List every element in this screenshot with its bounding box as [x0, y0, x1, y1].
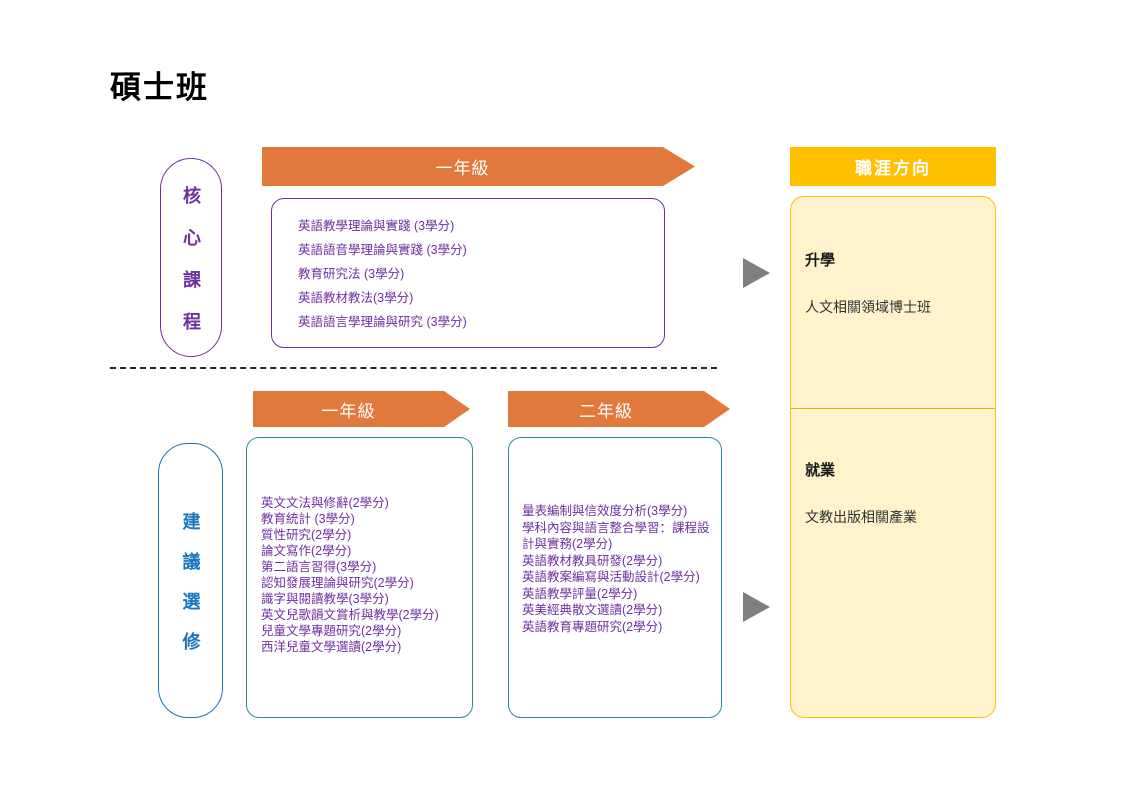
course-item: 西洋兒童文學選讀(2學分)	[261, 640, 402, 654]
career-employment-section: 就業 文教出版相關產業	[791, 409, 995, 715]
course-item: 英語教材教法(3學分)	[298, 291, 414, 305]
course-item: 英文兒歌韻文賞析與教學(2學分)	[261, 608, 439, 622]
course-item: 教育統計 (3學分)	[261, 512, 355, 526]
elective-year2-banner-label: 二年級	[579, 401, 633, 421]
page-title: 碩士班	[110, 70, 209, 105]
employment-desc: 文教出版相關產業	[805, 509, 917, 525]
course-item: 英文文法與修辭(2學分)	[261, 496, 389, 510]
elective-year2-banner: 二年級	[508, 391, 730, 427]
elective-year1-banner: 一年級	[253, 391, 470, 427]
course-item: 英語教案編寫與活動設計(2學分)	[522, 570, 700, 584]
elective-year2-box: 量表編制與信效度分析(3學分) 學科內容與語言整合學習：課程設計與實務(2學分)…	[508, 437, 722, 718]
course-item: 識字與閱讀教學(3學分)	[261, 592, 389, 606]
career-direction-header-label: 職涯方向	[855, 159, 931, 178]
core-courses-box: 英語教學理論與實踐 (3學分) 英語語音學理論與實踐 (3學分) 教育研究法 (…	[271, 198, 665, 348]
core-year1-banner-label: 一年級	[435, 159, 490, 178]
section-divider-dashed	[110, 367, 717, 369]
course-item: 英語教學評量(2學分)	[522, 586, 638, 601]
course-item: 論文寫作(2學分)	[261, 544, 352, 558]
course-item: 量表編制與信效度分析(3學分)	[522, 504, 688, 518]
course-item: 英語教材教具研發(2學分)	[522, 553, 663, 568]
course-item: 認知發展理論與研究(2學分)	[261, 576, 414, 590]
core-year1-banner: 一年級	[262, 147, 695, 186]
course-item: 英語語言學理論與研究 (3學分)	[298, 315, 467, 329]
course-item: 教育研究法 (3學分)	[298, 267, 405, 281]
course-item: 英美經典散文選讀(2學分)	[522, 603, 663, 617]
elective-year1-banner-label: 一年級	[321, 401, 376, 421]
suggested-electives-pill-label: 建議選修	[180, 511, 201, 672]
career-further-study-section: 升學 人文相關領域博士班	[791, 197, 995, 409]
core-courses-pill-label: 核心課程	[181, 185, 201, 354]
elective-year2-course-list: 量表編制與信效度分析(3學分) 學科內容與語言整合學習：課程設計與實務(2學分)…	[509, 438, 721, 635]
arrow-right-icon	[743, 592, 770, 622]
employment-title: 就業	[805, 462, 836, 479]
elective-year1-box: 英文文法與修辭(2學分) 教育統計 (3學分) 質性研究(2學分) 論文寫作(2…	[246, 437, 473, 718]
arrow-right-icon	[743, 258, 770, 288]
further-study-desc: 人文相關領域博士班	[805, 299, 931, 315]
career-direction-header: 職涯方向	[790, 147, 996, 186]
course-item: 第二語言習得(3學分)	[261, 560, 377, 574]
further-study-title: 升學	[805, 252, 836, 269]
course-item: 英語語音學理論與實踐 (3學分)	[298, 243, 467, 257]
course-item: 質性研究(2學分)	[261, 528, 352, 542]
elective-year1-course-list: 英文文法與修辭(2學分) 教育統計 (3學分) 質性研究(2學分) 論文寫作(2…	[247, 438, 472, 655]
course-item: 英語教學理論與實踐 (3學分)	[298, 219, 455, 233]
course-item: 兒童文學專題研究(2學分)	[261, 624, 402, 638]
suggested-electives-pill: 建議選修	[158, 443, 223, 718]
core-courses-pill: 核心課程	[160, 158, 222, 357]
course-item: 學科內容與語言整合學習：課程設計與實務(2學分)	[522, 520, 710, 552]
career-direction-box: 升學 人文相關領域博士班 就業 文教出版相關產業	[790, 196, 996, 718]
course-item: 英語教育專題研究(2學分)	[522, 619, 663, 634]
core-course-list: 英語教學理論與實踐 (3學分) 英語語音學理論與實踐 (3學分) 教育研究法 (…	[272, 199, 664, 334]
